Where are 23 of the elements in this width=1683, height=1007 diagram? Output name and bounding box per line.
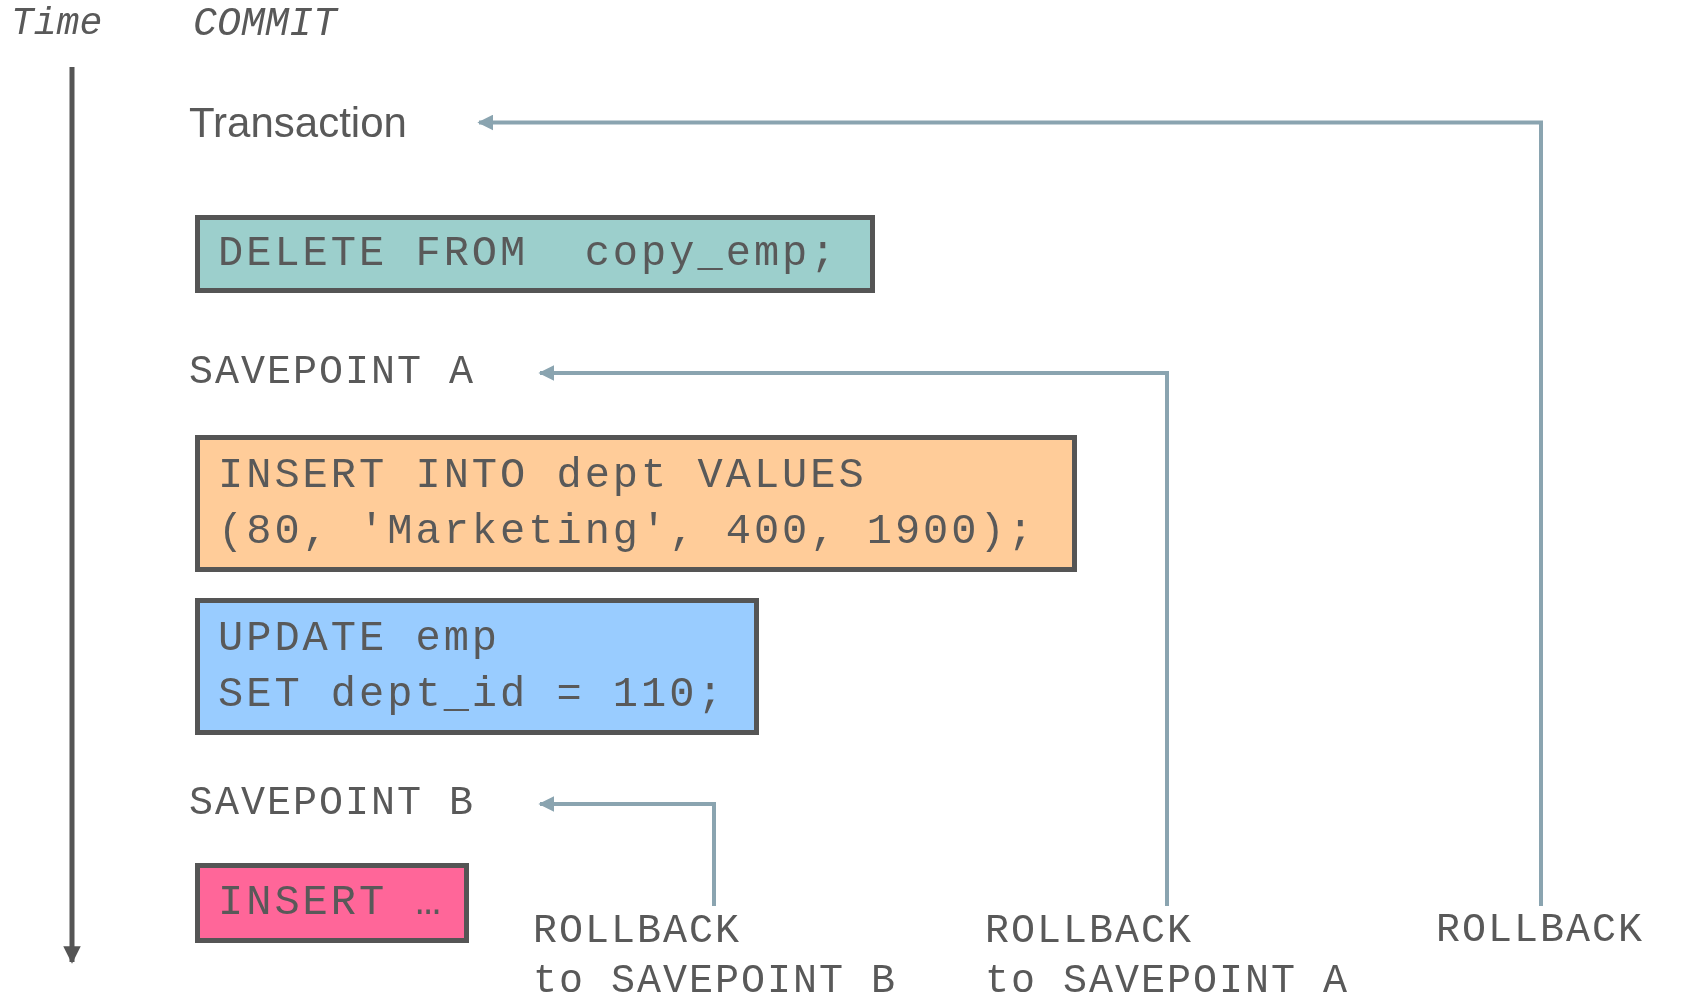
statement-label: SAVEPOINT A [189,349,477,397]
rollback-arrow [538,365,1169,906]
rollback-arrow [477,114,1543,906]
statement-label: ROLLBACK [985,907,1195,956]
sql-code-line: DELETE FROM copy_emp; [218,229,840,280]
sql-code-line: INSERT INTO dept VALUES [218,450,868,502]
sql-statement-box [195,598,759,735]
statement-label: Transaction [189,98,408,147]
statement-label: to SAVEPOINT B [533,957,899,1006]
axis-label: Time [11,2,103,45]
sql-statement-box [195,863,469,943]
statement-label: SAVEPOINT B [189,780,477,828]
sql-code-line: (80, 'Marketing', 400, 1900); [218,506,1037,558]
statement-label: ROLLBACK [533,907,743,956]
statement-label: COMMIT [193,2,338,47]
sql-statement-box [195,215,875,293]
sql-code-line: UPDATE emp [218,613,502,665]
sql-code-line: INSERT … [218,878,445,929]
statement-label: to SAVEPOINT A [985,957,1351,1006]
sql-statement-box [195,435,1077,572]
rollback-arrow [538,796,716,906]
statement-label: ROLLBACK [1436,907,1646,955]
sql-code-line: SET dept_id = 110; [218,669,727,721]
